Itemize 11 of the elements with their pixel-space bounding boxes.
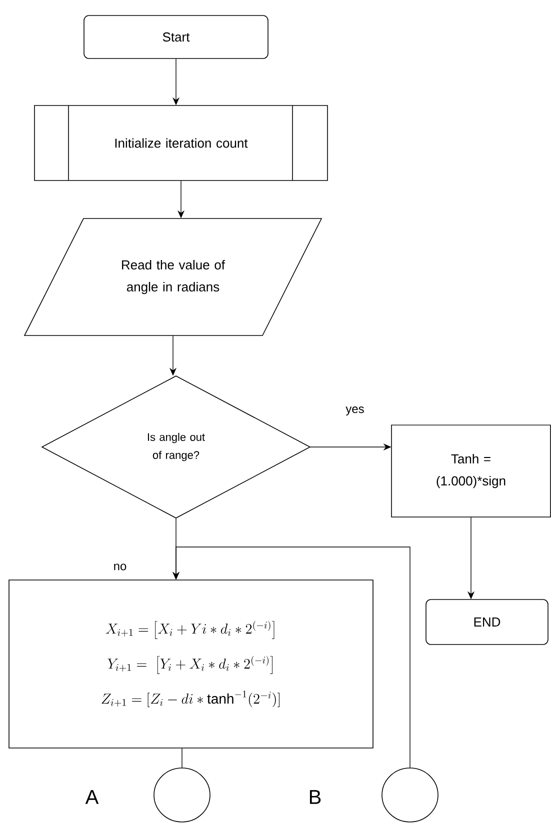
connector-circle <box>382 768 438 822</box>
terminal-box: Start <box>84 15 268 59</box>
process-box: Initialize iteration count <box>34 105 328 181</box>
connector-label: B <box>310 790 321 804</box>
connector-circle <box>154 768 210 822</box>
edge-label: no <box>112 562 128 572</box>
formula-box: $X_{i+1}=\left[X_i+Yi*d_i*2^{(-i)}\right]$ $Y_{i+1}=\;\left[Y_i+X_i*d_i*2^{(-i)}\right]$ $Z_{i+1}=[Z_i-di*\tanh^{-1}(2^{-i})]$ <box>8 580 374 748</box>
terminal-box: END <box>426 599 548 645</box>
process-box: Tanh = (1.000)*sign <box>391 424 551 518</box>
edge-label: yes <box>344 406 366 416</box>
connector-label: A <box>85 790 99 804</box>
